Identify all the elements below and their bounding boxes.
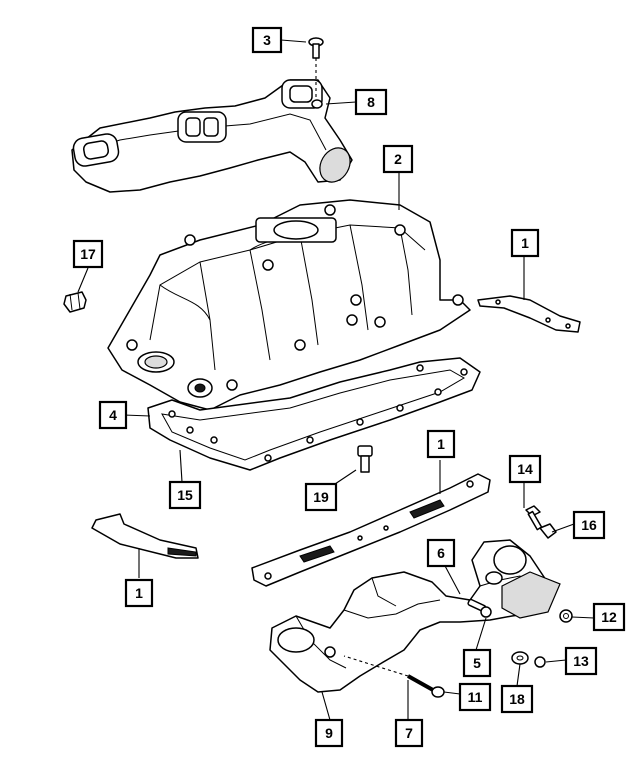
upper-exhaust-manifold <box>71 79 353 193</box>
callout-8: 8 <box>354 88 388 116</box>
bolt-3 <box>308 37 324 98</box>
svg-text:16: 16 <box>581 517 597 533</box>
plug-17 <box>63 291 87 313</box>
callout-3: 3 <box>251 26 283 54</box>
svg-text:1: 1 <box>437 436 445 452</box>
callout-1-right: 1 <box>510 228 540 258</box>
lower-exhaust-manifold <box>269 539 561 693</box>
heat-shield-left <box>91 513 199 559</box>
callout-1-left: 1 <box>124 578 154 608</box>
callout-14: 14 <box>508 454 542 484</box>
svg-text:17: 17 <box>80 246 96 262</box>
callout-13: 13 <box>564 646 598 676</box>
intake-gasket <box>147 357 481 471</box>
svg-text:11: 11 <box>468 689 483 705</box>
svg-text:15: 15 <box>177 487 193 503</box>
svg-text:4: 4 <box>109 407 117 423</box>
svg-text:12: 12 <box>601 609 617 625</box>
svg-text:8: 8 <box>367 94 375 110</box>
svg-text:19: 19 <box>313 489 329 505</box>
callout-11: 11 <box>458 682 492 712</box>
heat-shield-middle <box>251 473 491 587</box>
callout-5: 5 <box>462 648 492 678</box>
callout-19: 19 <box>304 482 338 512</box>
svg-text:1: 1 <box>521 235 529 251</box>
svg-text:5: 5 <box>473 655 481 671</box>
svg-text:3: 3 <box>263 32 271 48</box>
callout-15: 15 <box>168 480 202 510</box>
callout-1-middle: 1 <box>426 429 456 459</box>
hardware-parts <box>343 505 573 698</box>
callout-7: 7 <box>394 718 424 748</box>
svg-text:14: 14 <box>517 461 533 477</box>
callout-16: 16 <box>572 510 606 540</box>
svg-text:1: 1 <box>135 585 143 601</box>
callout-2: 2 <box>382 144 414 174</box>
svg-text:18: 18 <box>509 691 525 707</box>
svg-text:7: 7 <box>405 725 413 741</box>
svg-text:6: 6 <box>437 545 445 561</box>
svg-text:13: 13 <box>573 653 589 669</box>
callout-9: 9 <box>314 718 344 748</box>
bolt-19 <box>357 445 373 473</box>
heat-shield-right <box>477 295 581 333</box>
svg-text:9: 9 <box>325 725 333 741</box>
svg-text:2: 2 <box>394 151 402 167</box>
callout-12: 12 <box>592 602 626 632</box>
callout-18: 18 <box>500 684 534 714</box>
intake-manifold <box>107 199 471 411</box>
callout-6: 6 <box>426 538 456 568</box>
callout-4: 4 <box>98 400 128 430</box>
callout-17: 17 <box>72 239 104 269</box>
